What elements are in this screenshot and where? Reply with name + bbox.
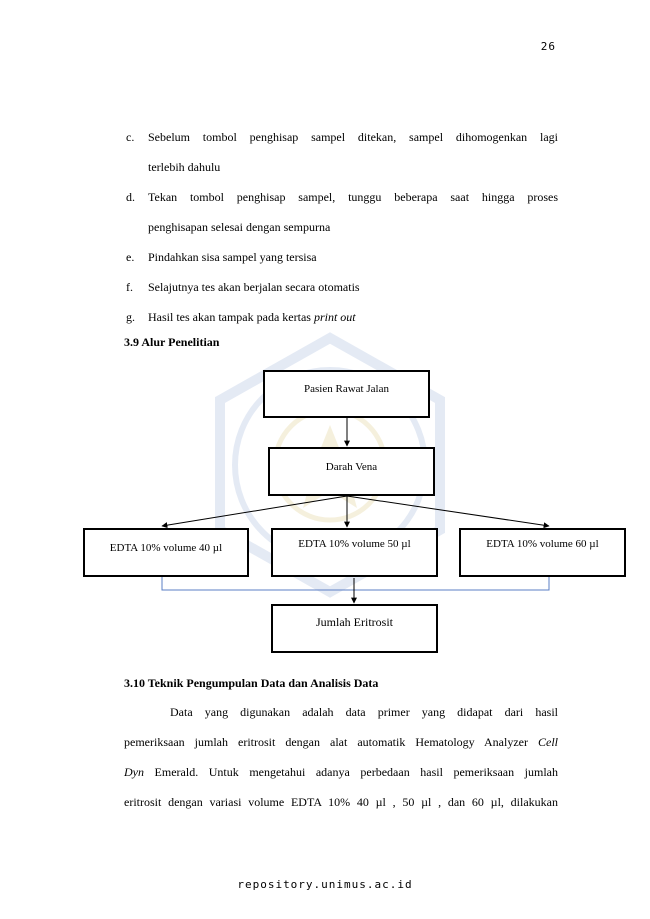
page-number: 26 (540, 40, 556, 53)
flow-box-edta-60: EDTA 10% volume 60 µl (459, 528, 626, 577)
flow-box-edta-50: EDTA 10% volume 50 µl (271, 528, 438, 577)
flow-box-darah-vena: Darah Vena (268, 447, 435, 496)
section-heading-teknik-pengumpulan: 3.10 Teknik Pengumpulan Data dan Analisi… (124, 676, 379, 690)
flow-box-jumlah-eritrosit: Jumlah Eritrosit (271, 604, 438, 653)
list-item: f. Selajutnya tes akan berjalan secara o… (126, 280, 360, 294)
flow-box-edta-40: EDTA 10% volume 40 µl (83, 528, 249, 577)
repository-footer: repository.unimus.ac.id (237, 878, 413, 891)
procedure-list: c. Sebelum tombol penghisap sampel ditek… (126, 122, 558, 332)
section-heading-alur-penelitian: 3.9 Alur Penelitian (124, 335, 220, 349)
list-item: g. Hasil tes akan tampak pada kertas pri… (126, 310, 356, 324)
body-paragraph: Data yang digunakan adalah data primer y… (124, 705, 558, 809)
flow-box-pasien-rawat-jalan: Pasien Rawat Jalan (263, 370, 430, 418)
list-item: d. Tekan tombol penghisap sampel, tunggu… (126, 190, 558, 234)
list-item: c. Sebelum tombol penghisap sampel ditek… (126, 130, 558, 174)
list-item: e. Pindahkan sisa sampel yang tersisa (126, 250, 317, 264)
